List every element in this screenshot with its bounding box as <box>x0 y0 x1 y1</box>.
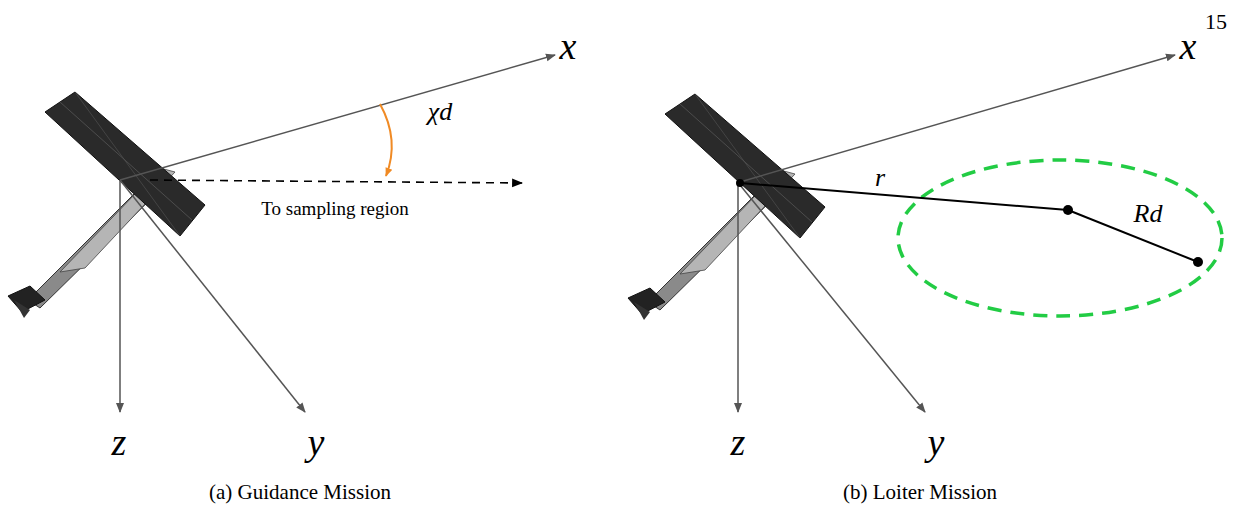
axis-label: z <box>731 423 746 461</box>
axis-label: z <box>112 423 127 461</box>
loiter-circle <box>898 160 1222 316</box>
radius-point <box>1193 257 1203 267</box>
z-axis <box>119 180 121 412</box>
center-point <box>1063 205 1073 215</box>
angle-label: χd <box>428 99 452 125</box>
aircraft-a <box>8 92 205 318</box>
page-number: 15 <box>1205 11 1227 33</box>
axis-label: x <box>1180 27 1197 65</box>
axis-label: y <box>308 423 325 461</box>
aircraft-point <box>736 179 744 187</box>
range-line <box>740 183 1068 210</box>
heading-line <box>150 180 522 183</box>
radius-line <box>1068 210 1198 262</box>
radius-label: Rd <box>1134 201 1163 227</box>
z-axis <box>737 185 739 412</box>
aircraft-b <box>628 94 825 320</box>
range-label: r <box>875 165 885 191</box>
x-axis <box>120 55 555 180</box>
direction-note: To sampling region <box>259 199 410 218</box>
panel-caption: (a) Guidance Mission <box>209 482 391 503</box>
angle-arc <box>380 104 392 176</box>
axis-label: y <box>928 423 945 461</box>
y-axis <box>740 185 925 412</box>
axis-label: x <box>560 27 577 65</box>
panel-caption: (b) Loiter Mission <box>843 482 997 503</box>
